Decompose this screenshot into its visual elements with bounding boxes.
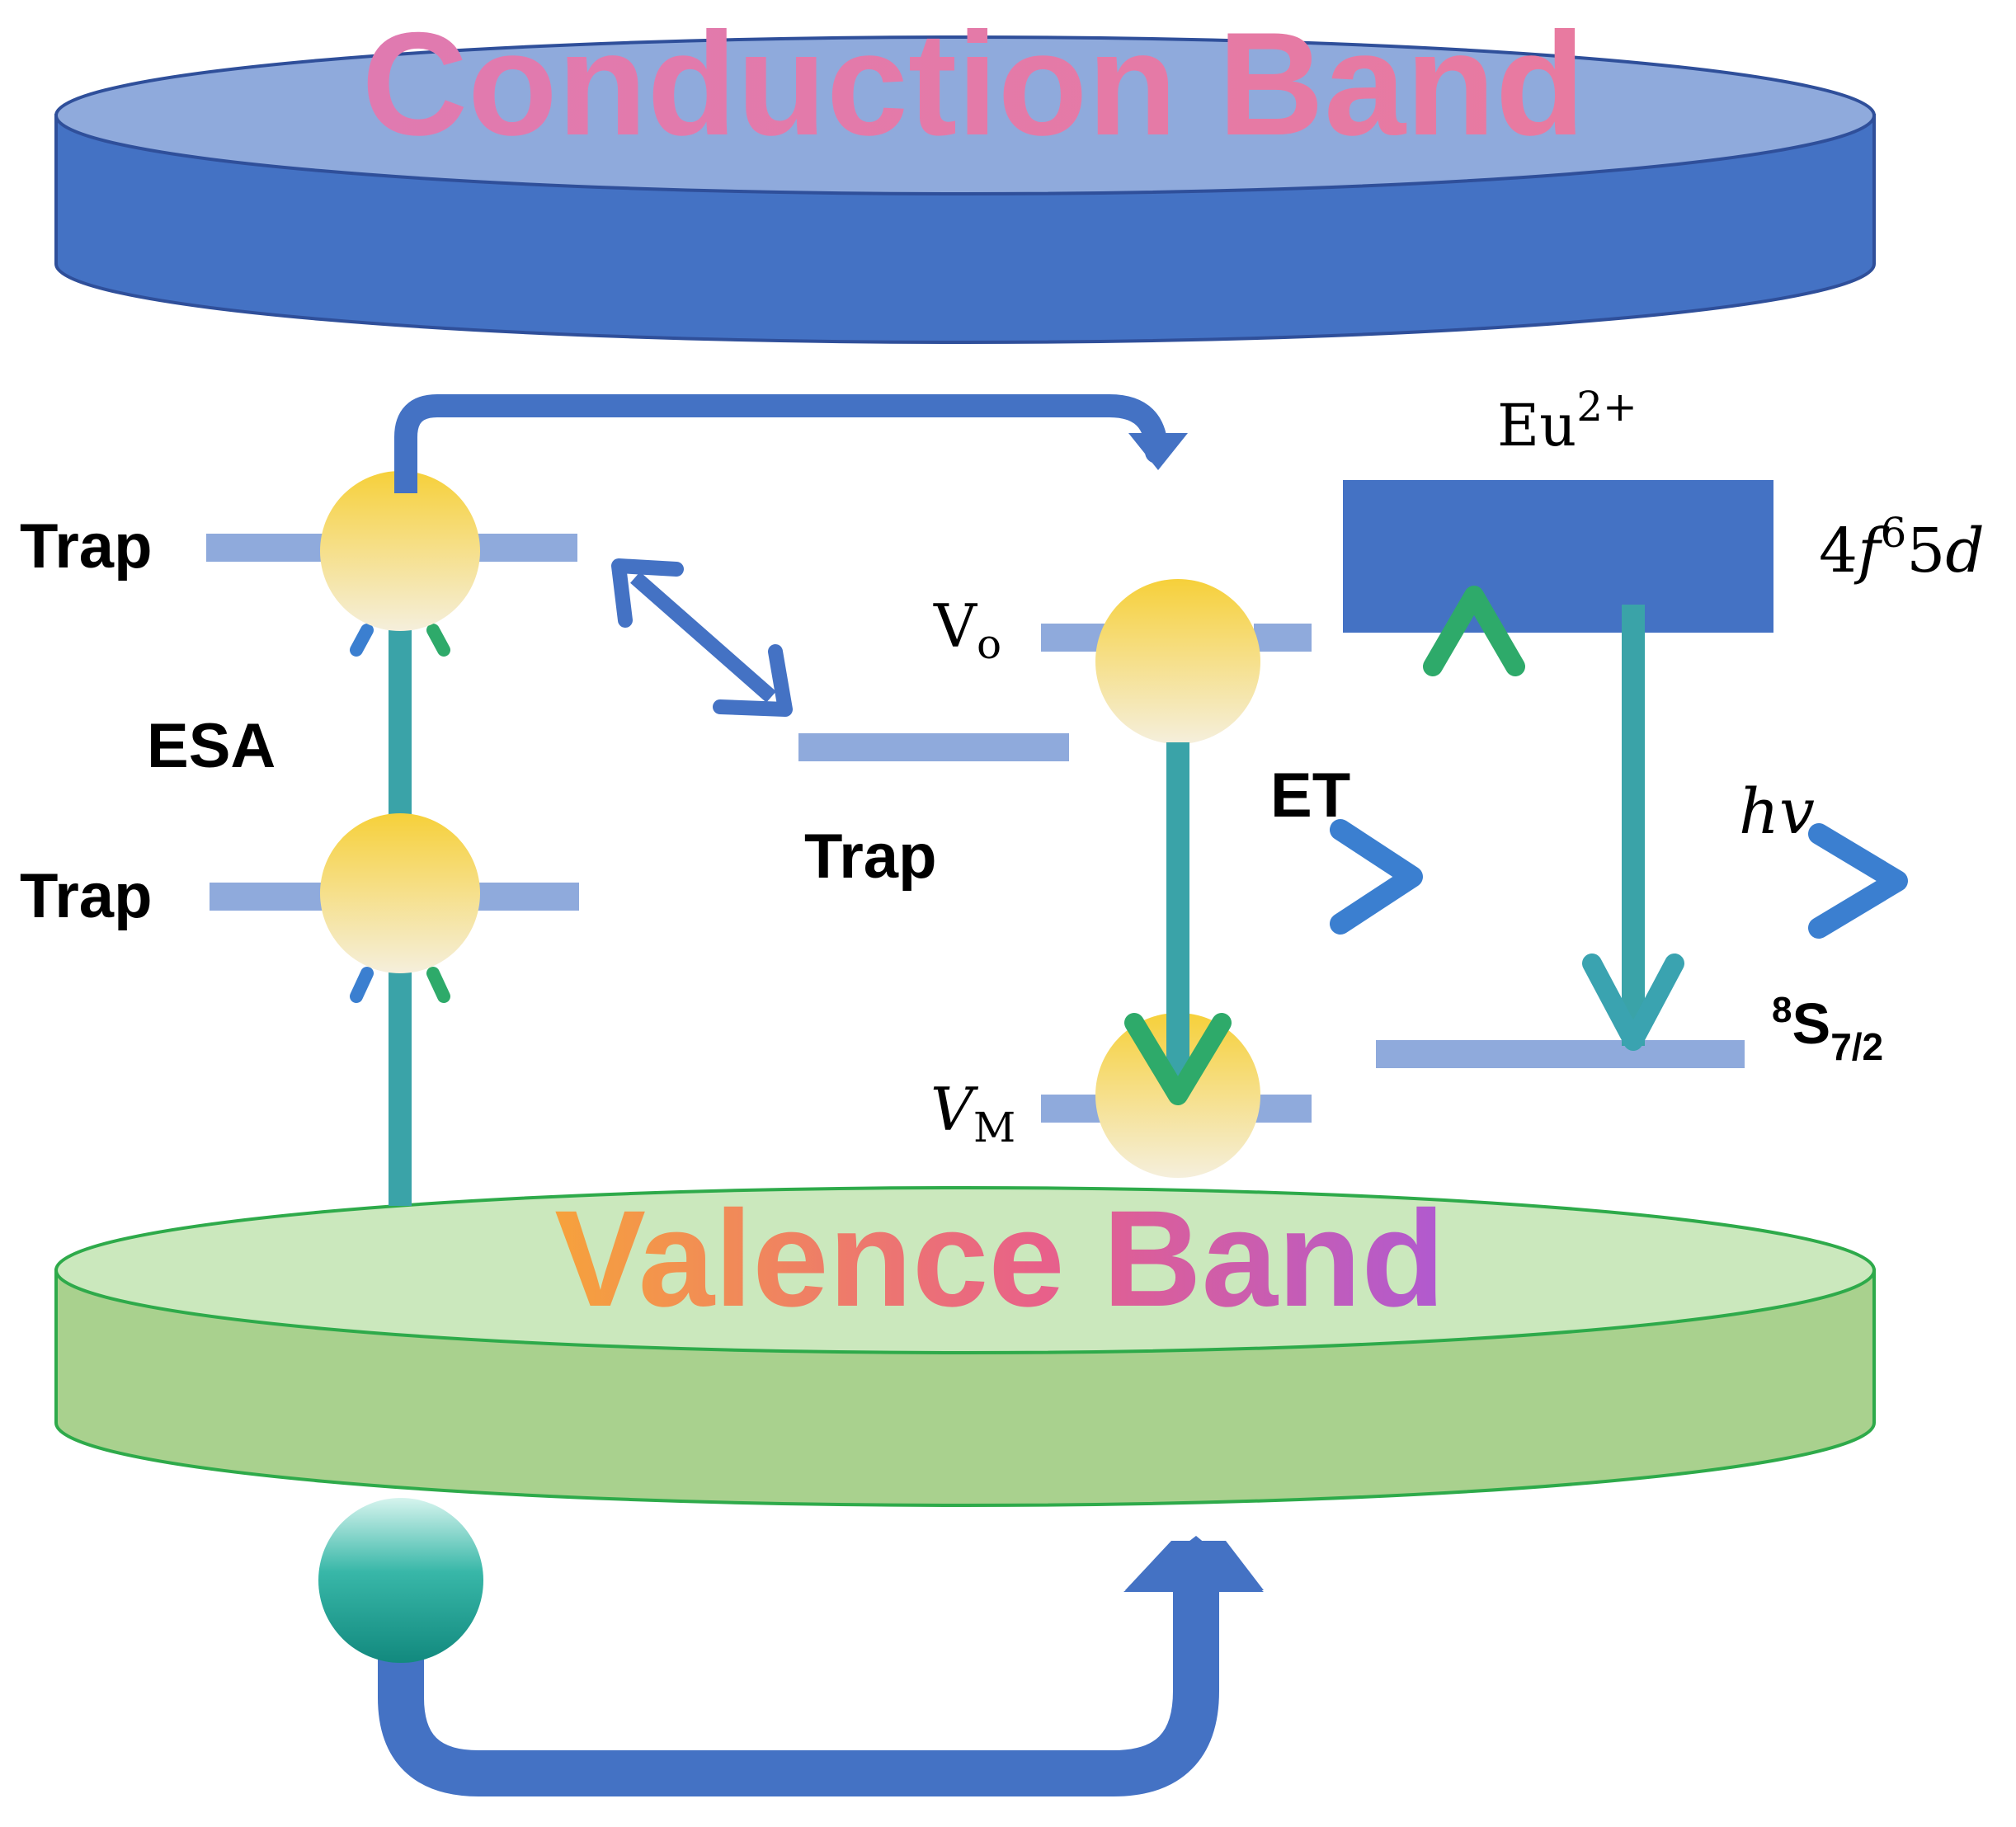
conduction-band-top — [54, 35, 1876, 195]
vm-label: VM — [930, 1075, 1015, 1151]
lower-excitation-tick-green — [426, 967, 450, 1003]
lower-trap-electron — [320, 813, 480, 973]
et-label: ET — [1270, 760, 1350, 831]
middle-trap-label: Trap — [804, 822, 937, 892]
energy-transfer: ET — [1217, 760, 1423, 935]
lower-excitation-tick-blue — [350, 967, 374, 1003]
conduction-band: Conduction Band — [54, 2, 1876, 344]
left-trap-column: Trap Trap ESA — [20, 471, 579, 1206]
vo-electron — [1095, 579, 1260, 744]
esa-label: ESA — [147, 711, 276, 781]
hole-return-arrow-tip — [1123, 1536, 1264, 1592]
upper-trap-label: Trap — [20, 511, 153, 582]
trap-exchange: Trap — [611, 558, 1069, 892]
upper-trap-electron — [320, 471, 480, 631]
eu-ion-label: Eu2+ — [1497, 383, 1637, 459]
vo-label: Vo — [933, 591, 1001, 668]
ground-state-label: 8S7/2 — [1772, 990, 1883, 1068]
hole-transfer — [318, 1498, 1264, 1796]
vo-to-vm-arrow-head — [1124, 1013, 1232, 1105]
eu-excited-state-box — [1343, 480, 1773, 633]
photon-emission: hv — [1701, 775, 1908, 939]
lower-trap-label: Trap — [20, 861, 153, 931]
hv-label: hv — [1739, 775, 1815, 848]
excited-state-label: 4f65d — [1819, 509, 1985, 586]
valence-band: Valence Band — [54, 1183, 1876, 1507]
trap-to-defect-transfer-arrow — [394, 394, 1188, 493]
upper-excitation-tick-blue — [350, 624, 374, 657]
hole-return-arrow-path — [378, 1575, 1219, 1796]
transfer-arrow-head — [1128, 433, 1188, 470]
eu-absorption-arrow-head — [1423, 586, 1525, 676]
et-arrow-head — [1330, 819, 1423, 935]
valence-band-top — [54, 1186, 1876, 1354]
hole — [318, 1498, 483, 1663]
double-arrow-head-top — [611, 558, 684, 628]
hv-arrow-head — [1808, 823, 1908, 939]
conduction-band-label: Conduction Band — [361, 2, 1585, 166]
upper-excitation-tick-green — [426, 624, 450, 657]
eu-emission-arrow-head — [1582, 954, 1684, 1051]
double-arrow-shaft — [630, 572, 776, 703]
defect-levels: Vo VM — [930, 579, 1312, 1178]
eu-ion-levels: Eu2+ 4f65d 8S7/2 — [1343, 383, 1985, 1068]
double-arrow-head-bottom — [713, 644, 793, 717]
valence-band-label: Valence Band — [554, 1183, 1445, 1335]
